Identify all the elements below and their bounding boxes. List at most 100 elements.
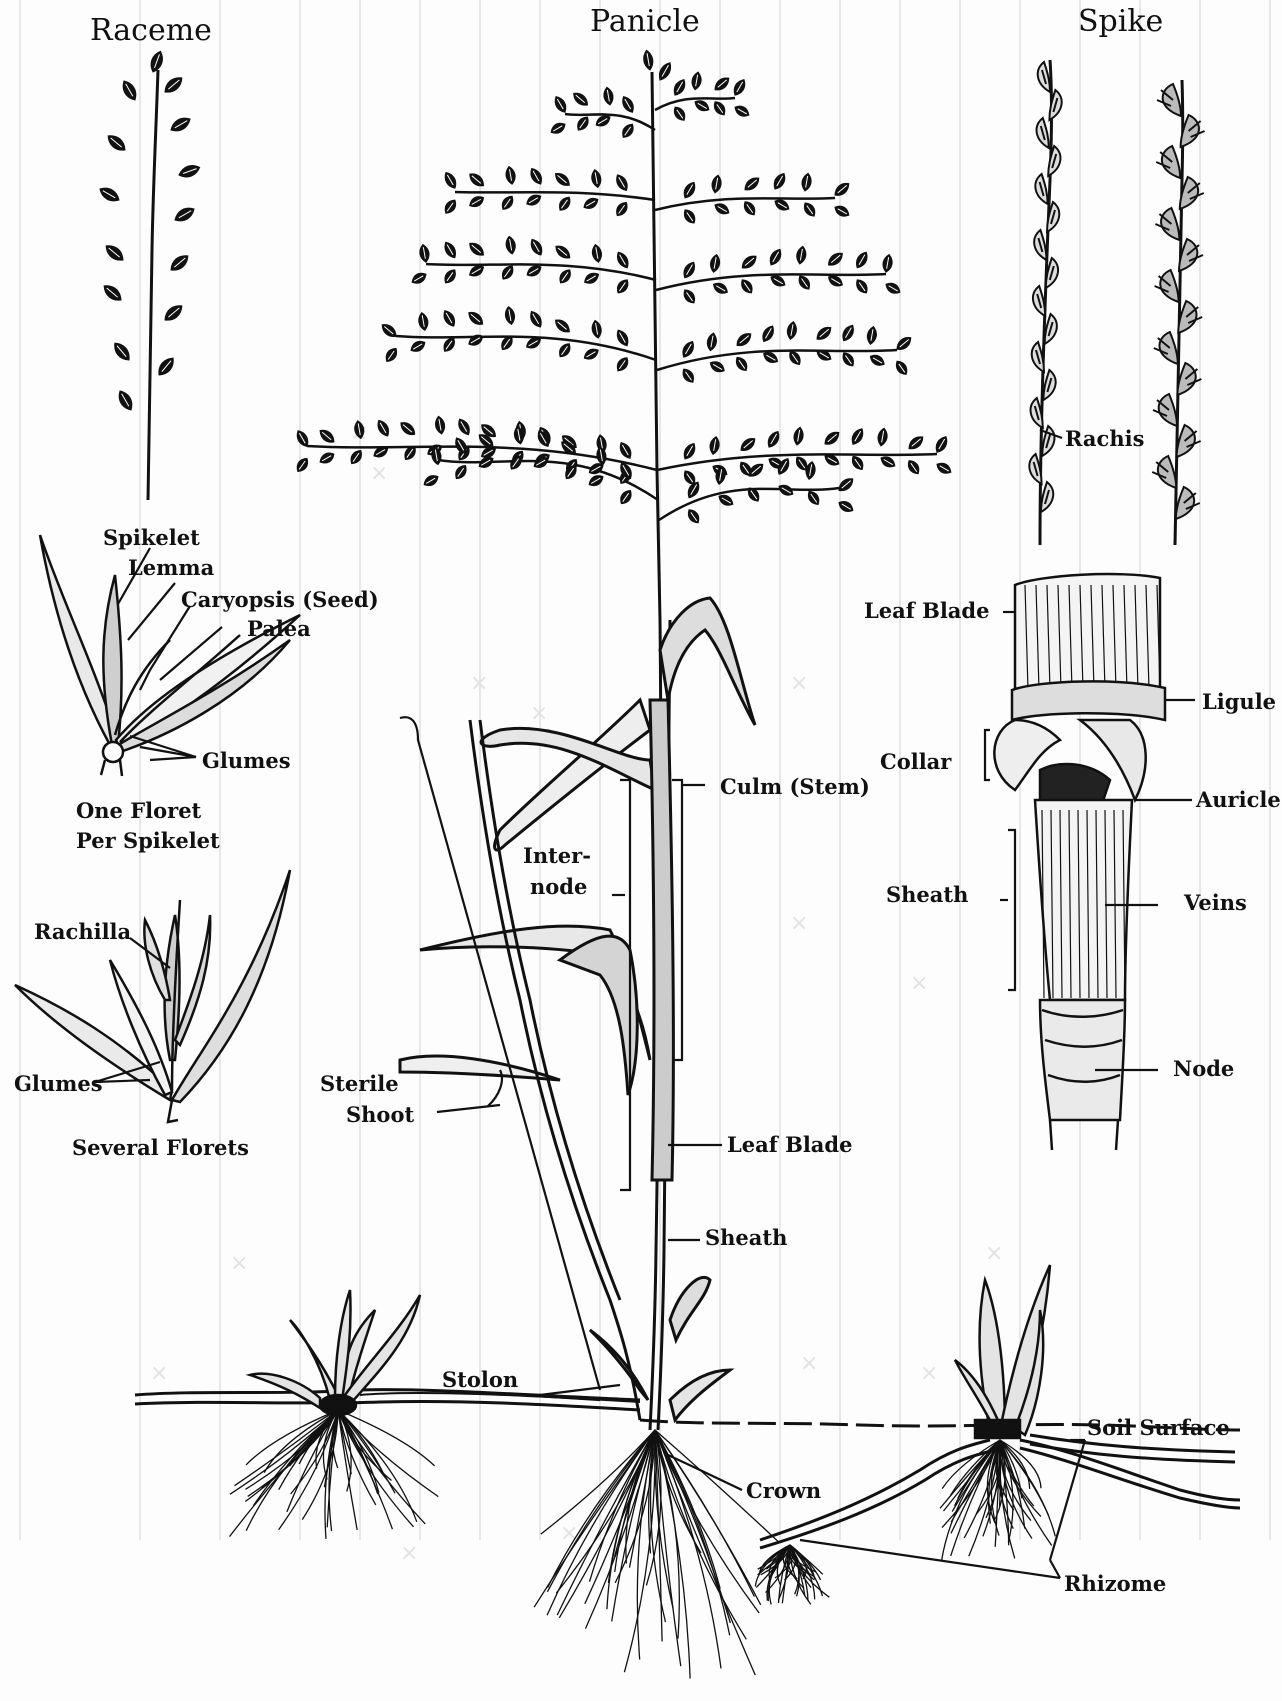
panicle-spikelet (442, 240, 459, 260)
root-strand (338, 1410, 438, 1497)
panicle-spikelet (786, 321, 798, 340)
panicle-branch (656, 274, 886, 290)
panicle-spikelet (582, 270, 600, 286)
raceme-spikelet (155, 355, 177, 379)
panicle-spikelet (734, 330, 754, 348)
root-strand (655, 1430, 662, 1642)
panicle-spikelet (317, 427, 337, 445)
panicle-spikelet (840, 323, 857, 343)
panicle-spikelet (417, 312, 429, 331)
panicle-spikelet (422, 473, 440, 489)
spike-spikelet (1156, 146, 1180, 178)
collar-detail (994, 574, 1165, 1150)
panicle-spikelet (383, 346, 400, 364)
label-culm: Culm (Stem) (720, 775, 870, 798)
label-caryopsis: Caryopsis (Seed) (181, 588, 379, 611)
panicle-spikelet (467, 240, 487, 258)
panicle-spikelet (528, 166, 545, 186)
panicle-spikelet (822, 429, 842, 447)
rhizome-plant (955, 1265, 1050, 1438)
panicle-spikelet (685, 507, 702, 525)
panicle-spikelet (709, 436, 721, 455)
panicle-spikelet (614, 173, 631, 193)
spike-spikelet (1033, 286, 1045, 316)
panicle-spikelet (618, 488, 635, 506)
panicle-spikelet (505, 166, 517, 185)
panicle-spikelet (793, 426, 805, 445)
panicle-spikelet (741, 199, 758, 217)
raceme-spikelet (168, 114, 192, 134)
panicle-spikelet (614, 200, 631, 218)
plant-stem (400, 598, 755, 1430)
panicle-spikelet (499, 263, 516, 281)
panicle-spikelet (733, 355, 750, 373)
panicle-spikelet (814, 324, 834, 342)
panicle-spikelet (671, 105, 688, 123)
panicle-spikelet (505, 235, 517, 254)
panicle-spikelet (879, 454, 897, 470)
panicle-spikelet (467, 194, 485, 210)
spike-spikelet (1035, 174, 1047, 204)
panicle-spikelet (681, 207, 698, 225)
label-internode-1: Inter- (523, 844, 591, 867)
panicle-spikelet (893, 359, 910, 377)
label-glumes-bottom: Glumes (14, 1072, 103, 1095)
panicle-spikelet (575, 114, 592, 132)
panicle-spikelet (587, 473, 605, 489)
panicle-spikelet (602, 86, 614, 105)
panicle-spikelet (456, 417, 473, 437)
panicle-spikelet (882, 254, 894, 273)
label-sterile-1: Sterile (320, 1072, 399, 1095)
panicle-spikelet (681, 180, 698, 200)
panicle-spikelet (884, 280, 902, 296)
panicle-spikelet (742, 175, 762, 193)
spike-spikelet (1177, 425, 1201, 457)
panicle-spikelet (557, 267, 574, 285)
panicle-spikelet (549, 120, 567, 136)
label-rachilla: Rachilla (34, 920, 131, 943)
panicle-spikelet (528, 237, 545, 257)
panicle-spikelet (556, 195, 573, 213)
heading-spike: Spike (1078, 5, 1163, 38)
raceme-spikelet (148, 50, 165, 74)
panicle-spikelet (767, 247, 784, 267)
panicle-spikelet (854, 277, 871, 295)
spike-spikelet (1037, 118, 1049, 148)
heading-raceme: Raceme (90, 14, 212, 47)
label-leaf-blade-collar: Leaf Blade (864, 599, 989, 622)
panicle-spikelet (614, 277, 631, 295)
panicle-spikelet (713, 201, 731, 217)
label-auricle: Auricle (1196, 788, 1281, 811)
panicle-spikelet (853, 250, 870, 270)
panicle-spikelet (525, 192, 543, 208)
panicle-spikelet (731, 77, 748, 97)
raceme-illustration (97, 50, 201, 500)
heading-panicle: Panicle (590, 5, 700, 38)
panicle-spikelet (935, 460, 953, 476)
panicle-spikelet (906, 434, 926, 452)
panicle-spikelet (591, 320, 603, 339)
panicle-spikelet (840, 350, 857, 368)
panicle-spikelet (318, 450, 336, 466)
label-veins: Veins (1184, 891, 1247, 914)
panicle-spikelet (442, 170, 459, 190)
raceme-spikelet (111, 340, 133, 364)
panicle-spikelet (467, 171, 487, 189)
label-per-spikelet: Per Spikelet (76, 829, 220, 852)
label-sterile-2: Shoot (346, 1103, 414, 1126)
spike-spikelet (1177, 363, 1201, 395)
label-sheath-stem: Sheath (705, 1226, 787, 1249)
panicle-spikelet (905, 458, 922, 476)
panicle-spikelet (739, 253, 759, 271)
panicle-spikelet (442, 267, 459, 285)
spike-spikelet (1155, 208, 1179, 240)
panicle-branch (455, 192, 655, 200)
label-lemma: Lemma (128, 556, 214, 579)
panicle-spikelet (795, 245, 807, 264)
label-internode-2: node (530, 875, 587, 898)
spike-spikelet (1034, 230, 1046, 260)
spike-spikelet (1154, 332, 1178, 364)
panicle-spikelet (353, 420, 365, 439)
panicle-spikelet (620, 122, 637, 140)
panicle-spikelet (467, 332, 485, 348)
